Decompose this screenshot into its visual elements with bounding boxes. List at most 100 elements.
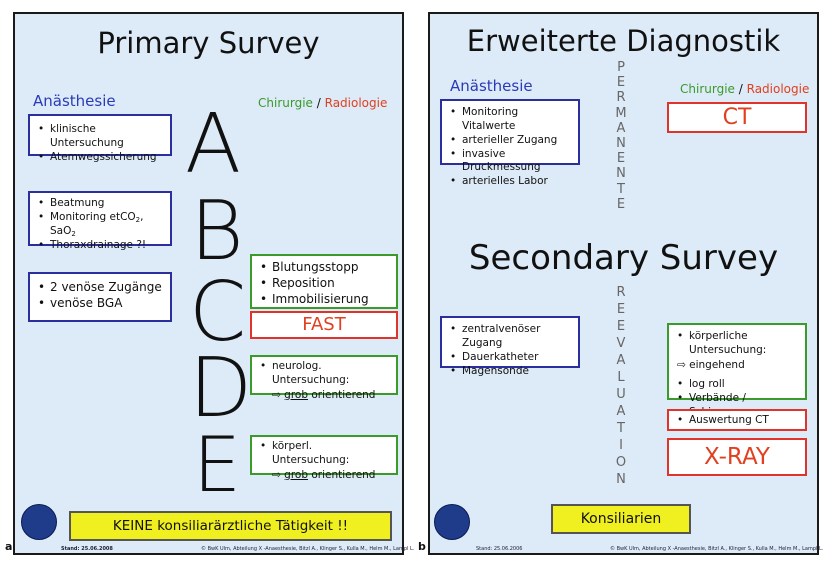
panel-title: Primary Survey [97,26,320,60]
letter: N [616,166,626,182]
copyright-footer: © BwK Ulm, Abteilung X -Anaesthesie, Bit… [610,546,823,552]
list-item: Magensonde [450,365,572,379]
neuro-detail: ⇨ grob orientierend [260,388,390,403]
monitoring-text-mid: , SaO [50,210,144,238]
box-disability: neurolog. Untersuchung: ⇨ grob orientier… [250,355,398,401]
letter: O [615,455,627,470]
box-breathing: Beatmung Monitoring etCO2, SaO2 Thoraxdr… [28,191,172,253]
list-item: Immobilisierung [260,292,390,308]
list-item: invasive Druckmessung [450,148,572,176]
box-exposure: körperl. Untersuchung: ⇨ grob orientiere… [250,435,398,481]
letter: U [616,387,626,402]
letter: N [616,136,626,152]
chirurgie-label: Chirurgie [680,82,735,96]
list-item: zentralvenöser Zugang [450,323,572,351]
underlined-word: grob [284,468,308,481]
letter: E [616,196,626,212]
arrow-icon: ⇨ [272,388,281,401]
xray-box: X-RAY [667,438,807,476]
anaesthesie-label: Anästhesie [450,77,533,95]
radiologie-label: Radiologie [746,82,810,96]
underlined-word: grob [284,388,308,401]
panel-title: Erweiterte Diagnostik [466,24,781,58]
subscript: 2 [135,215,141,224]
primary-survey-panel: Primary Survey Anästhesie Chirurgie / Ra… [13,12,415,555]
reevaluation-vertical: R E E V A L U A T I O N [611,284,631,488]
logo-emblem-icon [434,504,470,540]
stand-date: Stand: 25.06.2008 [61,546,113,552]
box-airway: klinische Untersuchung Atemwegssicherung [28,114,172,164]
list-item: venöse BGA [38,296,164,312]
anaesthesie-label: Anästhesie [33,92,116,110]
letter: T [617,181,625,197]
list-item: Reposition [260,276,390,292]
letter: E [616,151,626,167]
letter: N [616,472,626,487]
detail-text: orientierend [308,468,376,481]
ct-box: CT [667,102,807,133]
list-item: log roll [677,378,799,392]
box-monitoring: Monitoring Vitalwerte arterieller Zugang… [440,99,580,189]
arrow-icon: ⇨ [272,468,281,481]
letter: A [616,353,626,368]
letter: E [616,302,626,317]
letter: T [617,421,625,436]
chirurgie-radiologie-label: Chirurgie / Radiologie [258,96,387,110]
letter: P [617,60,625,75]
letter: R [616,285,626,300]
letter: R [616,90,626,106]
box-secondary-chirurgie: körperliche Untersuchung: ⇨ eingehend lo… [667,323,807,418]
fast-box: FAST [250,311,398,339]
auswertung-box: Auswertung CT [667,409,807,431]
letter: E [616,75,626,91]
letter: A [616,120,626,136]
letter-e: E [193,420,242,509]
keine-banner: KEINE konsiliarärztliche Tätigkeit !! [69,511,392,541]
list-item: Blutungsstopp [260,260,390,276]
keine-label: KEINE konsiliarärztliche Tätigkeit !! [112,518,349,534]
subscript: 2 [71,230,76,239]
chirurgie-label: Chirurgie [258,96,313,110]
box-bleeding-control: Blutungsstopp Reposition Immobilisierung [250,254,398,309]
letter: A [616,404,626,419]
list-item: arterieller Zugang [450,134,572,148]
list-item: 2 venöse Zugänge [38,280,164,296]
stand-date: Stand: 25.06.2006 [476,546,523,552]
letter: E [616,319,626,334]
list-item: körperl. Untersuchung: [260,440,390,468]
panel-label-a: a [5,540,13,553]
box-secondary-anaesthesie: zentralvenöser Zugang Dauerkatheter Mage… [440,316,580,378]
arrow-icon: ⇨ [677,358,686,371]
permanente-vertical: P E R M A N E N T E [611,60,631,212]
slash-label: / [316,96,321,110]
secondary-survey-title: Secondary Survey [468,238,779,278]
list-item: körperliche Untersuchung: [677,330,799,358]
radiologie-label: Radiologie [324,96,388,110]
erweiterte-diagnostik-panel: Erweiterte Diagnostik Anästhesie Chirurg… [428,12,823,555]
letter: V [616,336,626,351]
letter: I [619,438,623,453]
letter-a: A [185,97,242,192]
logo-emblem-icon [21,504,57,540]
fast-label: FAST [302,314,346,335]
letter-d: D [189,341,253,436]
monitoring-text: Monitoring etCO [50,210,136,223]
exam-detail: ⇨ eingehend [677,358,799,372]
konsiliarien-label: Konsiliarien [580,511,662,527]
list-item: Thoraxdrainage ?! [38,239,164,253]
list-item: Dauerkatheter [450,351,572,365]
xray-label: X-RAY [704,444,770,470]
konsiliarien-banner: Konsiliarien [551,504,691,534]
copyright-footer: © BwK Ulm, Abteilung X -Anaesthesie, Bit… [201,546,415,552]
list-item: Atemwegssicherung [38,151,164,165]
exposure-detail: ⇨ grob orientierend [260,468,390,483]
detail-text: eingehend [685,358,745,371]
list-item: Auswertung CT [677,414,799,428]
list-item: klinische Untersuchung [38,123,164,151]
list-item: neurolog. Untersuchung: [260,360,390,388]
list-item: Beatmung [38,197,164,211]
list-item: arterielles Labor [450,175,572,189]
letter-c: C [189,265,247,360]
letter: L [617,370,625,385]
letter-b: B [190,184,244,279]
